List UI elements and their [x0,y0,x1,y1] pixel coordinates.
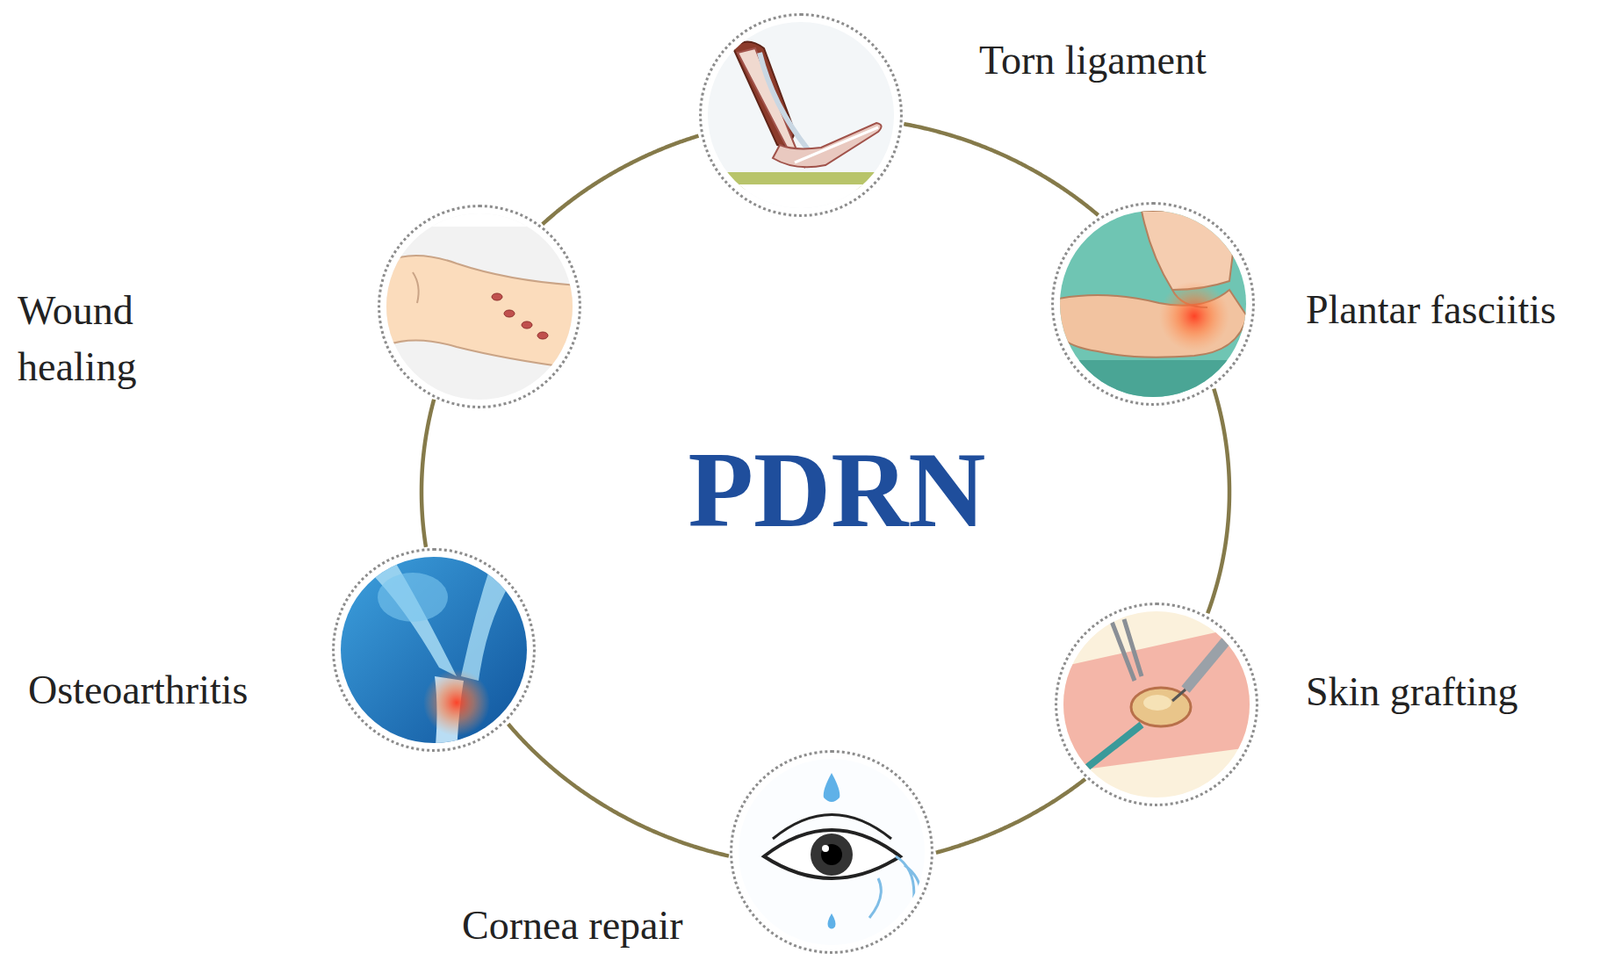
node-label: Wound healing [17,282,167,396]
node-label: Cornea repair [461,902,684,950]
osteoarthritis-illustration [335,551,538,756]
illustration-circle: Torn ligament [699,13,903,217]
cornea-illustration [733,753,936,956]
ring-arc [421,399,434,548]
wound-illustration [381,209,584,411]
center-title: PDRN [688,436,987,544]
ring-arc [542,136,700,225]
ring-arc [1207,389,1230,614]
node-label: Skin grafting [1305,669,1518,716]
illustration-circle: Wound healing [377,204,582,409]
ring-arc [508,723,729,856]
plantar-illustration [1053,206,1256,413]
illustration-circle: Cornea repair [729,749,934,954]
grafting-illustration [1058,605,1261,808]
ring-arc [903,123,1098,216]
node-label: Torn ligament [979,37,1207,85]
illustration-circle: Skin grafting [1054,602,1259,807]
node-label: Plantar fasciitis [1305,287,1557,334]
illustration-circle: Plantar fasciitis [1051,201,1255,406]
node-label: Osteoarthritis [28,667,248,714]
illustration-circle: Osteoarthritis [331,547,536,752]
ligament-illustration [702,17,905,220]
ring-arc [936,778,1086,853]
